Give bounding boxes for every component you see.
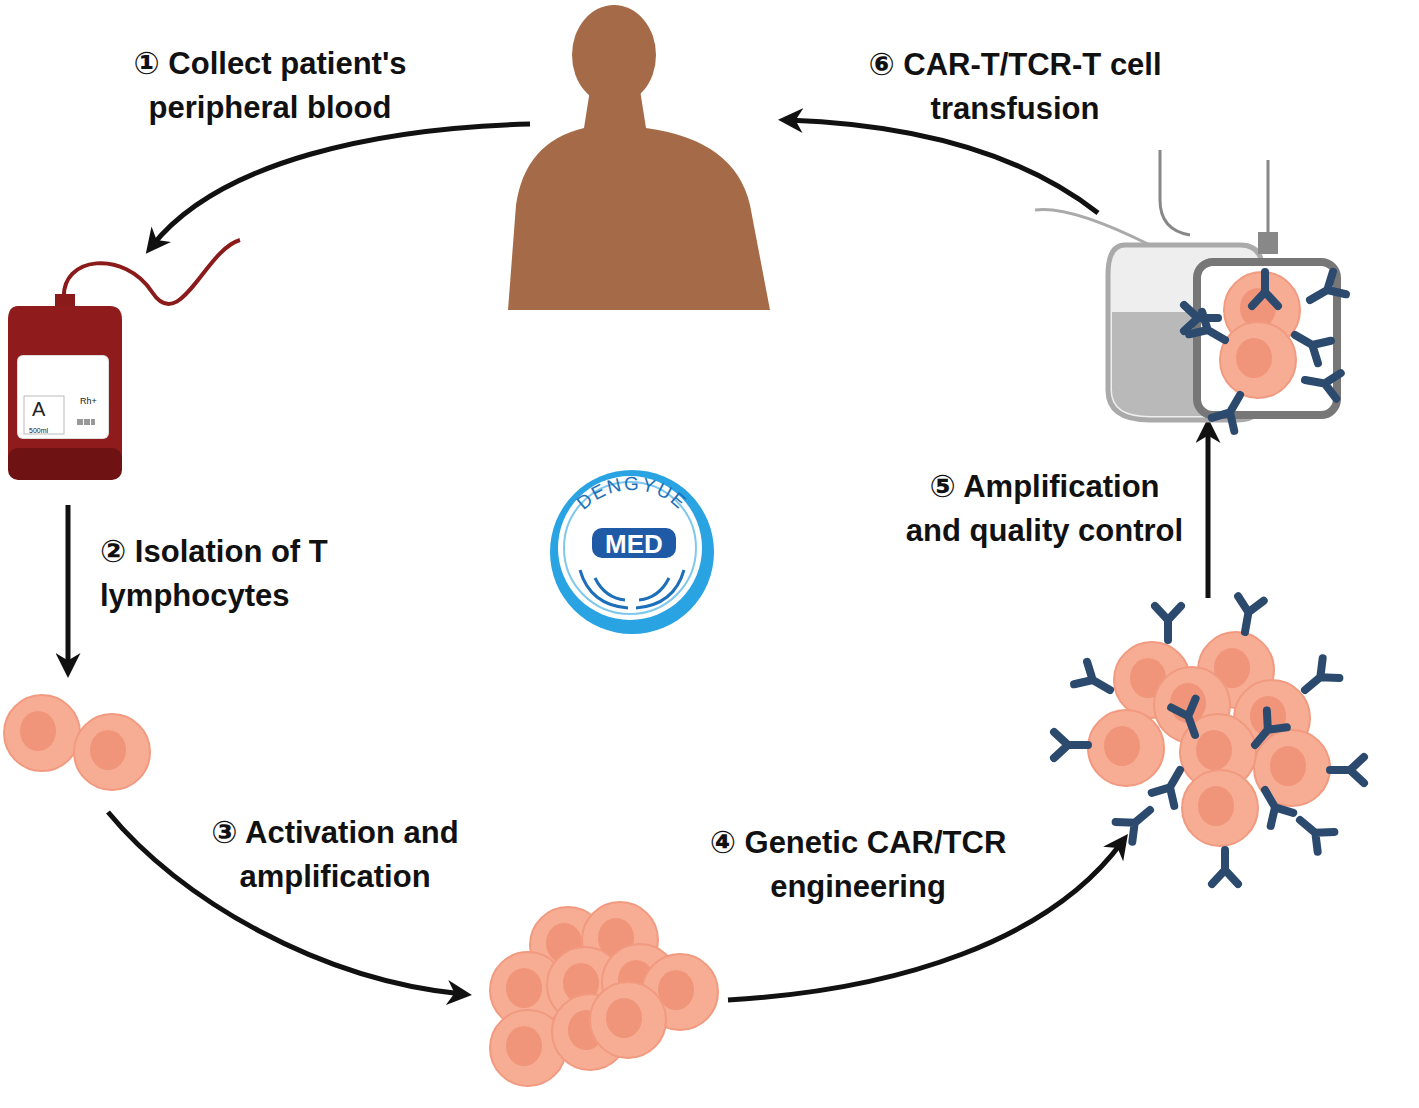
infusion-bag xyxy=(1304,272,1346,312)
cycle-arrow xyxy=(68,120,1208,1000)
car-t-cluster xyxy=(1212,850,1238,884)
step-label: ⑤ Amplification and quality control xyxy=(902,465,1187,553)
infusion-bag xyxy=(1160,150,1190,235)
t-cell xyxy=(4,695,150,790)
car-t-cluster xyxy=(1054,732,1088,758)
blood-bag-label: A Rh+ 500ml xyxy=(18,356,108,438)
infusion-bag xyxy=(1035,209,1150,245)
cycle-arrow xyxy=(728,842,1122,1000)
blood-type: A xyxy=(32,398,45,420)
infusion-bag xyxy=(1252,272,1278,306)
car-t-cluster xyxy=(1182,770,1258,846)
volume-text: 500ml xyxy=(29,426,48,435)
t-cell xyxy=(4,695,80,771)
infusion-bag xyxy=(1258,232,1278,254)
car-t-cluster xyxy=(1292,810,1335,852)
car-t-cluster xyxy=(1254,784,1294,826)
cycle-arrow xyxy=(152,124,530,246)
step-label: ⑥ CAR-T/TCR-T cell transfusion xyxy=(850,43,1180,131)
cycle-arrow xyxy=(66,505,71,668)
watermark-logo xyxy=(580,570,684,608)
infusion-bag xyxy=(1289,324,1331,364)
logo-text: MED xyxy=(605,529,663,559)
blood-bag xyxy=(64,240,240,304)
infusion-bag xyxy=(1267,160,1270,238)
blood-bag xyxy=(55,294,75,308)
car-t-cluster xyxy=(1152,764,1192,806)
car-t-cluster xyxy=(1297,658,1340,700)
car-t-cluster xyxy=(1245,711,1287,754)
blood-bag xyxy=(8,448,122,480)
infusion-bag xyxy=(1303,367,1341,399)
step-label: ④ Genetic CAR/TCR engineering xyxy=(698,821,1018,909)
watermark-logo: DENGYUE xyxy=(573,473,692,514)
car-t-cluster xyxy=(1074,662,1116,702)
car-t-cluster xyxy=(1330,757,1364,783)
logo-text: DENGYUE xyxy=(573,473,692,514)
blood-bag xyxy=(8,306,122,480)
step-label: ③ Activation and amplification xyxy=(190,811,480,899)
t-cell xyxy=(74,714,150,790)
infusion-bag xyxy=(1189,312,1231,352)
car-t-cluster xyxy=(1054,596,1364,884)
car-t-cluster xyxy=(1155,606,1181,640)
t-cell-cluster xyxy=(490,902,718,1086)
cycle-arrow xyxy=(1206,428,1211,598)
blood-bag xyxy=(8,240,240,480)
car-t-cluster xyxy=(1171,699,1207,740)
car-t-cluster xyxy=(1232,596,1264,634)
rh-factor: Rh+ xyxy=(80,396,97,407)
infusion-bag xyxy=(1220,322,1296,398)
step-label: ① Collect patient's peripheral blood xyxy=(110,42,430,130)
t-cell-cluster xyxy=(590,982,666,1058)
cycle-arrow xyxy=(788,120,1098,213)
patient-silhouette xyxy=(508,5,770,310)
step-label: ② Isolation of T lymphocytes xyxy=(100,530,328,618)
car-t-cluster xyxy=(1088,710,1164,786)
patient-silhouette xyxy=(508,90,770,310)
infusion-bag xyxy=(1212,389,1252,431)
watermark-logo xyxy=(550,470,714,634)
watermark-logo xyxy=(592,528,676,558)
infusion-bag xyxy=(1035,150,1346,431)
car-t-cluster xyxy=(1116,800,1159,842)
watermark-logo: DENGYUE MED xyxy=(550,470,714,634)
